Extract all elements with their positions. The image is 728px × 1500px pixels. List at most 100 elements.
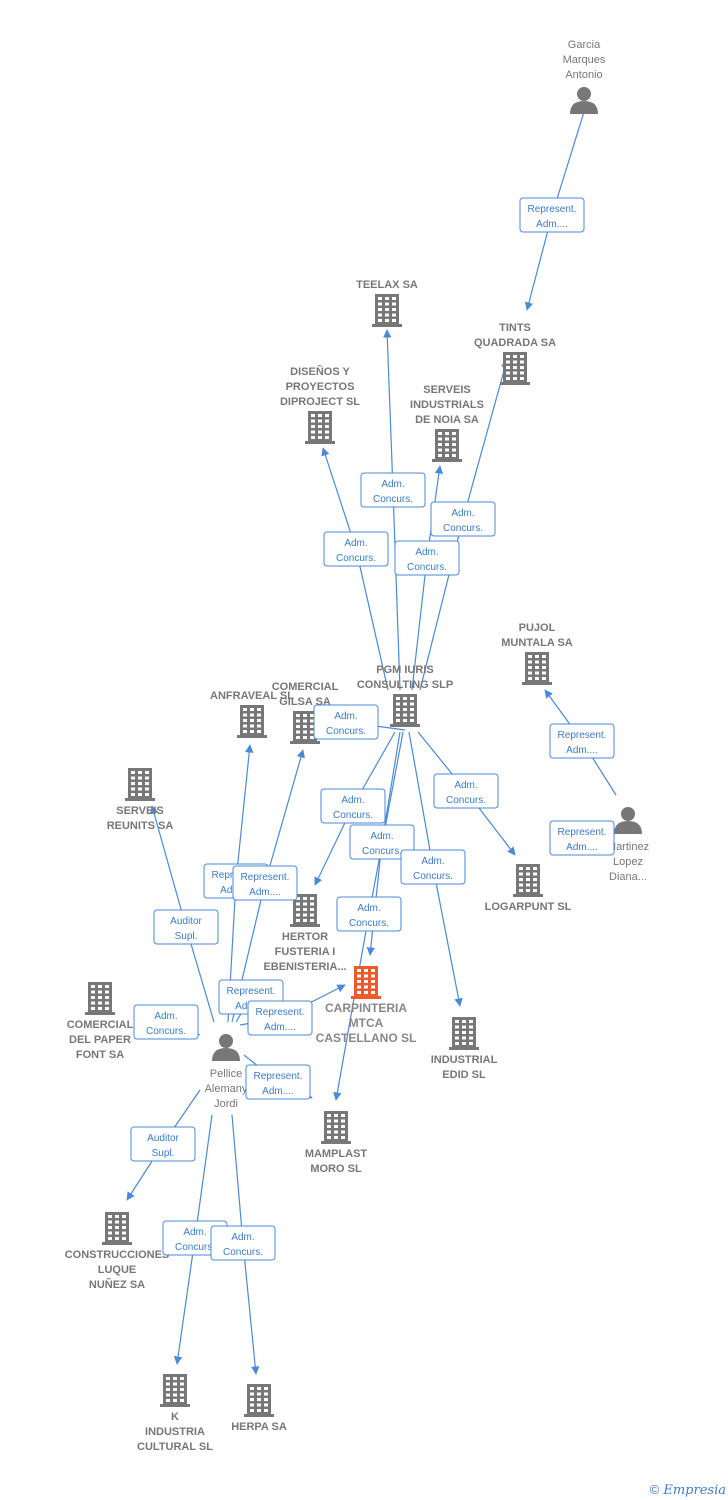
building-icon (513, 864, 543, 897)
node-label: DEL PAPER (69, 1034, 131, 1046)
node-label: NUÑEZ SA (89, 1278, 145, 1291)
building-icon (102, 1212, 132, 1245)
edge-label-text: Adm.... (262, 1086, 294, 1097)
edge-label-text: Represent. (227, 986, 276, 997)
node-label: COMERCIAL (272, 681, 339, 693)
edge-label-pgm-hertor[interactable]: Adm.Concurs. (320, 788, 386, 824)
edge-label-text: Concurs. (336, 553, 376, 564)
edge-label-box (349, 824, 415, 860)
node-label: INDUSTRIA (145, 1426, 205, 1438)
node-label: SERVEIS (423, 384, 471, 396)
edge-label-text: Concurs. (413, 871, 453, 882)
edge-label-martinez-pujol[interactable]: Represent. Adm.... (549, 723, 615, 759)
node-label: Pellice (210, 1068, 242, 1080)
edge-label-pellice-comercial_paper[interactable]: Adm.Concurs. (133, 1004, 199, 1040)
node-label: QUADRADA SA (474, 337, 556, 349)
edge-label-pgm-industrial_edid[interactable]: Adm. Concurs. (400, 849, 466, 885)
edge-label-pellice-mamplast[interactable]: Represent.Adm.... (245, 1064, 311, 1100)
edge-label-pellice-comercial_gilsa[interactable]: Represent.Adm.... (232, 865, 298, 901)
edge-label-box (400, 849, 466, 885)
edge-label-box (433, 773, 499, 809)
edge-label-text: Auditor (147, 1133, 179, 1144)
node-label: LUQUE (98, 1264, 137, 1276)
edge-label-text: Adm. (154, 1011, 177, 1022)
node-herpa[interactable]: HERPA SA (231, 1384, 287, 1433)
edge-label-pgm-logarpunt[interactable]: Adm.Concurs. (433, 773, 499, 809)
node-label: ANFRAVEAL SL (210, 690, 294, 702)
edge-label-pellice-herpa[interactable]: Adm.Concurs. (210, 1225, 276, 1261)
edge-label-box (394, 540, 460, 576)
building-icon (305, 411, 335, 444)
edge-label-text: Auditor (170, 916, 202, 927)
edge-label-text: Adm. (421, 856, 444, 867)
edge-label-text: Adm. (451, 508, 474, 519)
node-teelax[interactable]: TEELAX SA (356, 279, 418, 327)
edge-label-text: Adm. (344, 538, 367, 549)
edge-label-pgm-disenos[interactable]: Adm. Concurs. (323, 531, 389, 567)
node-label: PGM IURIS (376, 664, 433, 676)
edge-label-garcia-tints[interactable]: Represent.Adm.... (519, 197, 585, 233)
edge-label-box (320, 788, 386, 824)
edge-label-text: Adm.... (566, 745, 598, 756)
person-icon (212, 1034, 240, 1061)
edge-label-box (323, 531, 389, 567)
edge-label-box (247, 1000, 313, 1036)
building-icon (85, 982, 115, 1015)
edge-label-text: Adm. (183, 1227, 206, 1238)
footer-brand[interactable]: ©Empresia (650, 1482, 726, 1498)
node-logarpunt[interactable]: LOGARPUNT SL (485, 864, 572, 913)
edge-pgm-teelax (383, 329, 401, 691)
edge-label-pgm-mamplast[interactable]: Adm.Concurs. (336, 896, 402, 932)
edge-label-box (210, 1225, 276, 1261)
edge-label-text: Adm. (370, 831, 393, 842)
node-label: INDUSTRIAL (431, 1054, 498, 1066)
building-icon (522, 652, 552, 685)
edge-label-text: Represent. (558, 730, 607, 741)
node-anfraveal[interactable]: ANFRAVEAL SL (210, 690, 294, 738)
edge-label-pgm-carpinteria[interactable]: Adm.Concurs. (349, 824, 415, 860)
building-icon (125, 768, 155, 801)
edge-label-pellice-carpinteria[interactable]: Represent.Adm.... (247, 1000, 313, 1036)
node-label: REUNITS SA (107, 820, 174, 832)
node-label: HERPA SA (231, 1421, 287, 1433)
edge-label-text: Represent. (241, 872, 290, 883)
building-icon (321, 1111, 351, 1144)
edge-label-pgm-serveis_ind[interactable]: Adm.Concurs. (394, 540, 460, 576)
node-martinez[interactable]: MartinezLopezDiana... (607, 807, 649, 883)
edge-label-pgm-tints[interactable]: Adm.Concurs. (430, 501, 496, 537)
edge-label-text: Concurs. (373, 494, 413, 505)
edge-label-box (336, 896, 402, 932)
node-label: MUNTALA SA (501, 637, 573, 649)
person-icon (570, 87, 598, 114)
edge-label-text: Supl. (175, 931, 198, 942)
building-icon (351, 966, 381, 999)
edge-labels-layer: Represent. Adm.... Adm. Concurs. Adm. Concurs… (130, 197, 615, 1261)
edge-label-box (519, 197, 585, 233)
node-label: INDUSTRIALS (410, 399, 484, 411)
node-label: CULTURAL SL (137, 1441, 213, 1453)
edge-label-text: Adm. (357, 903, 380, 914)
edge-label-pgm-teelax[interactable]: Adm.Concurs. (360, 472, 426, 508)
node-label: FUSTERIA I (275, 946, 336, 958)
edge-label-martinez-logarpunt[interactable]: Represent.Adm.... (549, 820, 615, 856)
edge-label-pgm-comercial_gilsa[interactable]: Adm.Concurs. (313, 704, 379, 740)
